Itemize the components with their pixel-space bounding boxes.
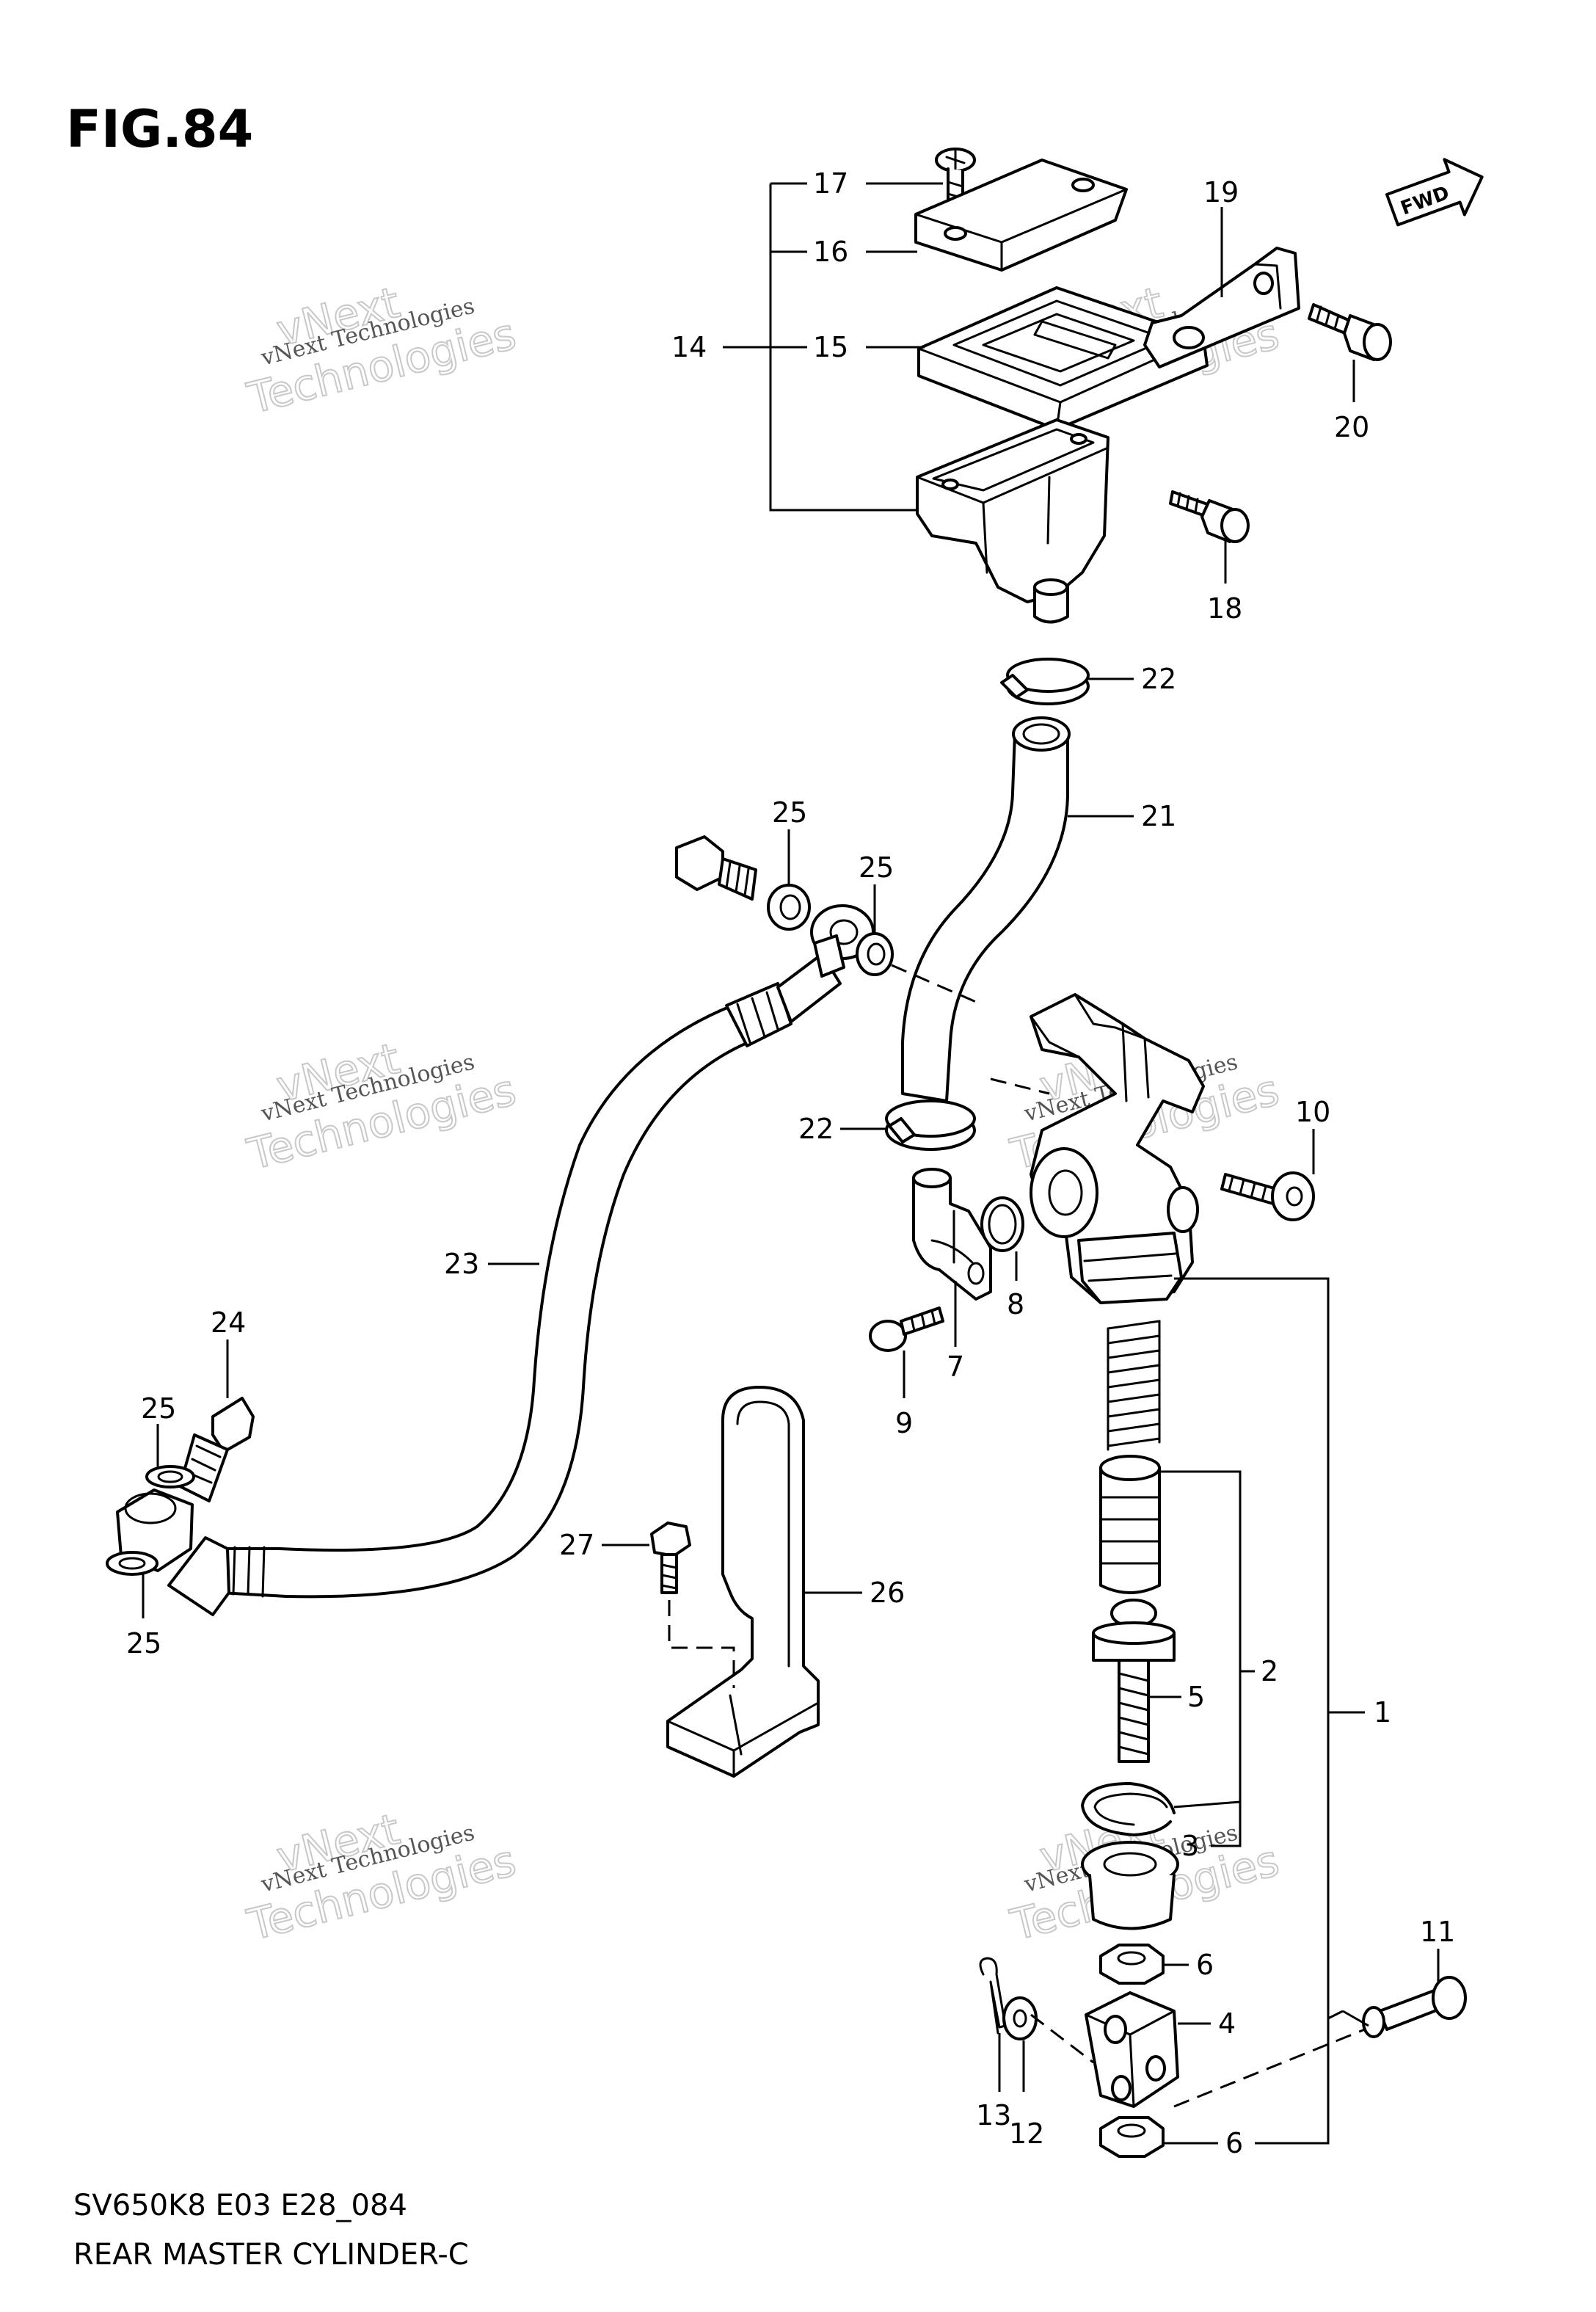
callout-10: 10 xyxy=(1295,1096,1330,1128)
callout-25-lower-lower: 25 xyxy=(126,1627,161,1660)
part-18-bolt xyxy=(1169,490,1250,543)
callout-1: 1 xyxy=(1374,1696,1391,1728)
callout-9: 9 xyxy=(895,1407,913,1439)
callout-18: 18 xyxy=(1207,592,1242,625)
part-24-union-bolt xyxy=(178,1397,255,1502)
leader-lines xyxy=(142,182,1440,2145)
part-19-bracket xyxy=(1143,247,1300,368)
callout-6-lower: 6 xyxy=(1225,2127,1243,2159)
reservoir-body xyxy=(916,418,1109,624)
union-bolt-upper xyxy=(675,835,757,901)
part-25-washer-d xyxy=(106,1551,158,1576)
figure-name: REAR MASTER CYLINDER-C xyxy=(73,2238,469,2272)
callout-2: 2 xyxy=(1261,1655,1278,1687)
callout-16: 16 xyxy=(813,236,848,268)
callout-19: 19 xyxy=(1203,176,1239,208)
callout-11: 11 xyxy=(1420,1916,1455,1948)
part-6-nut-lower xyxy=(1099,2116,1165,2158)
part-16-cap xyxy=(914,159,1128,272)
watermark-1: vNext vNext Technologies Technologies xyxy=(241,277,521,424)
callout-22-lower: 22 xyxy=(798,1113,834,1145)
part-12-washer xyxy=(1002,1996,1038,2040)
callout-3: 3 xyxy=(1181,1830,1199,1862)
part-22-clamp-lower xyxy=(885,1099,976,1151)
callout-27: 27 xyxy=(559,1529,594,1561)
callout-21: 21 xyxy=(1141,800,1176,832)
part-6-nut-upper xyxy=(1099,1944,1165,1985)
banjo-fitting-lower xyxy=(116,1488,266,1616)
callout-7: 7 xyxy=(947,1351,964,1383)
part-22-clamp-upper xyxy=(1000,658,1090,705)
part-8-o-ring xyxy=(980,1196,1024,1252)
banjo-fitting-upper xyxy=(810,904,875,978)
part-11-pin xyxy=(1362,1976,1467,2038)
callout-20: 20 xyxy=(1334,411,1369,443)
part-25-washer-b xyxy=(856,932,894,976)
part-circlip xyxy=(1081,1782,1176,1836)
part-5-push-rod xyxy=(1092,1599,1176,1763)
part-27-bolt xyxy=(650,1522,691,1594)
part-26-hose-guide xyxy=(666,1386,820,1778)
callout-23: 23 xyxy=(444,1248,479,1280)
part-spring xyxy=(1107,1320,1161,1451)
part-4-clevis xyxy=(1085,1991,1179,2108)
part-25-washer-c xyxy=(145,1465,195,1488)
part-20-bolt xyxy=(1308,303,1392,361)
callout-labels: 17 16 14 15 19 20 18 22 21 25 25 22 10 2… xyxy=(126,167,1455,2159)
part-7-connector xyxy=(912,1168,992,1301)
callout-15: 15 xyxy=(813,331,848,363)
callout-25-upper-left: 25 xyxy=(772,796,807,829)
callout-25-lower-upper: 25 xyxy=(141,1392,176,1425)
master-cylinder-body xyxy=(1030,993,1205,1304)
part-10-screw xyxy=(1220,1171,1315,1221)
callout-8: 8 xyxy=(1007,1288,1024,1320)
part-25-washer-a xyxy=(767,884,811,931)
fwd-arrow-icon: FWD xyxy=(1385,158,1484,227)
part-piston xyxy=(1099,1455,1161,1594)
callout-26: 26 xyxy=(870,1577,905,1609)
callout-12: 12 xyxy=(1009,2117,1044,2150)
reservoir-assembly xyxy=(914,148,1392,624)
callout-25-upper-right: 25 xyxy=(859,851,894,884)
watermark-3: vNext vNext Technologies Technologies xyxy=(241,1033,521,1180)
figure-code: SV650K8 E03 E28_084 xyxy=(73,2189,407,2222)
callout-13: 13 xyxy=(976,2099,1011,2131)
part-9-screw xyxy=(869,1306,944,1352)
callout-24: 24 xyxy=(211,1306,246,1339)
callout-4: 4 xyxy=(1218,2007,1236,2040)
callout-22-upper: 22 xyxy=(1141,663,1176,695)
callout-14: 14 xyxy=(671,331,707,363)
reservoir-hose-group xyxy=(885,658,1090,1151)
callout-6-upper: 6 xyxy=(1196,1949,1214,1981)
figure-title: FIG.84 xyxy=(66,99,253,159)
watermark-5: vNext vNext Technologies Technologies xyxy=(241,1803,521,1951)
callout-17: 17 xyxy=(813,167,848,200)
part-13-cotter-pin xyxy=(979,1957,1007,2035)
part-3-boot xyxy=(1081,1841,1179,1930)
callout-5: 5 xyxy=(1187,1681,1205,1713)
